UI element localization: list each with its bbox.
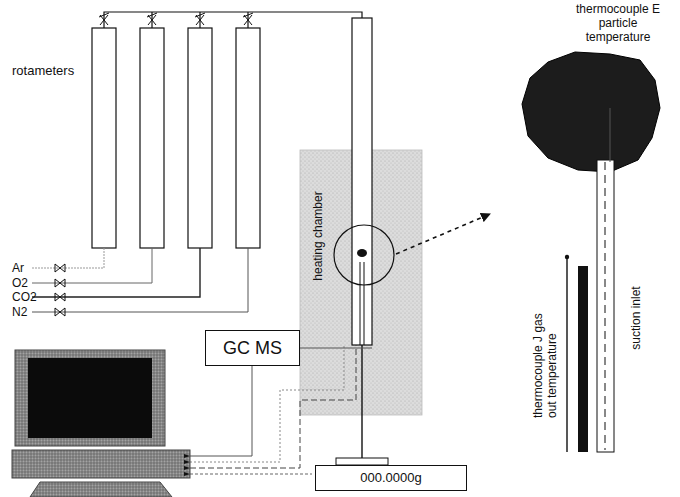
particle <box>357 249 367 257</box>
reactor-tube <box>352 18 372 345</box>
text-label: rotameters <box>12 64 90 78</box>
node-text: heating chamber <box>311 191 325 280</box>
thermocouple-j-wire <box>566 258 567 452</box>
text-label: thermocouple J gas out temperature <box>531 294 559 418</box>
zoomed-particle <box>522 52 660 172</box>
balance-pan <box>336 458 388 465</box>
balance-stem <box>361 345 362 458</box>
text-label: suction inlet <box>629 273 643 363</box>
computer-case <box>12 450 190 478</box>
thermocouple-j <box>578 266 588 452</box>
supply-valves <box>55 264 65 316</box>
thermocouple-e-wire <box>610 108 611 162</box>
needle-valves <box>99 13 253 25</box>
text-label: Ar <box>12 261 42 275</box>
text-label: O2 <box>12 276 42 290</box>
keyboard <box>30 482 172 497</box>
heating-chamber: heating chamber <box>300 150 422 415</box>
instrument-box: GC MS <box>205 330 300 366</box>
monitor-screen <box>28 358 152 438</box>
text-label: N2 <box>12 305 42 319</box>
inner-tube <box>360 262 361 345</box>
zoom-arrow <box>396 214 490 254</box>
rotameter-tubes <box>92 28 260 248</box>
gas-header <box>104 12 362 28</box>
case-ports <box>184 454 190 476</box>
suction-inlet-tube <box>597 160 614 452</box>
gas-supply-lines <box>32 248 248 312</box>
text-label: thermocouple E particle temperature <box>566 2 670 44</box>
balance-display: 000.0000g <box>315 465 467 491</box>
text-label: CO2 <box>12 290 42 304</box>
node-text: GC MS <box>223 337 282 359</box>
computer-monitor <box>15 350 165 446</box>
node-text: 000.0000g <box>360 470 421 486</box>
zoom-circle <box>334 225 394 285</box>
